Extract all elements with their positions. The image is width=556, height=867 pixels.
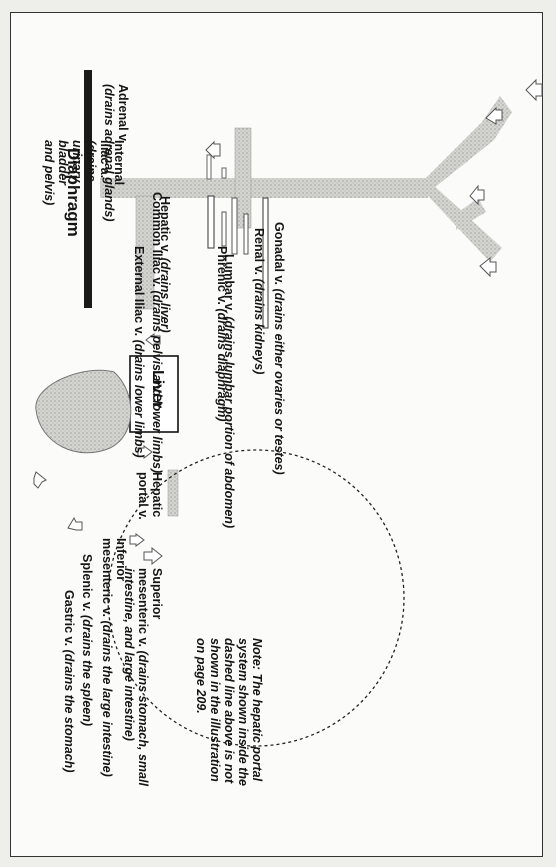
phrenic-vein [207, 195, 215, 249]
lumbar-v-name: Lumbar v. [222, 254, 236, 313]
superior-mesenteric-label: Superior mesenteric v. (drains stomach, … [122, 568, 164, 786]
external-iliac-name: External Iliac v. [132, 246, 146, 337]
lumbar-vein-3 [221, 211, 227, 247]
lumbar-v-desc: (drains lumbar portion of abdomen) [222, 316, 236, 529]
hepatic-portal-l2: portal v. [136, 472, 150, 520]
common-iliac-label: Common Iliac v. (drains pelvis and lower… [150, 192, 164, 473]
lumbar-vein-2 [243, 213, 249, 255]
hepatic-vein [135, 195, 155, 310]
arrow-gastric [33, 471, 47, 489]
gonadal-v-label: Gonadal v. (drains either ovaries or tes… [272, 222, 286, 475]
external-iliac-label: External Iliac v. (drains lower limbs) [132, 246, 146, 458]
inferior-mesenteric-name: mesenteric v. [100, 538, 114, 617]
lumbar-v-label: Lumbar v. (drains lumbar portion of abdo… [222, 254, 236, 528]
inferior-mesenteric-desc: (drains the large intestine) [100, 620, 114, 777]
arrow-inferior-mes [129, 533, 145, 547]
external-iliac-desc: (drains lower limbs) [132, 339, 146, 458]
right-internal-iliac [456, 198, 486, 230]
superior-mesenteric-desc: (drains stomach, small [136, 650, 150, 786]
note-line-1: The hepatic portal [250, 673, 264, 782]
gastric-v-name: Gastric v. [62, 590, 76, 647]
renal-vein [234, 127, 252, 229]
internal-iliac-label: Internal iliac a. (drains urinary bladde… [42, 140, 126, 205]
hepatic-portal-l1: Hepatic [150, 472, 164, 518]
internal-iliac-l5: bladder [56, 140, 70, 186]
renal-v-name: Renal v. [252, 228, 266, 276]
arrow-common-iliac [469, 184, 485, 206]
note-line-3: dashed line above is not [222, 638, 236, 784]
hepatic-portal-label: Hepatic portal v. [136, 472, 164, 520]
superior-mesenteric-l1: Superior [150, 568, 164, 620]
internal-iliac-l2: iliac a. [98, 140, 112, 179]
diaphragm-bar [84, 70, 92, 308]
internal-iliac-l1: Internal [112, 140, 126, 186]
gonadal-vein [262, 197, 269, 329]
arrow-superior-mes [143, 546, 163, 566]
splenic-v-desc: (drains the spleen) [80, 614, 94, 727]
internal-iliac-l3: (drains [84, 140, 98, 182]
portal-system-boundary [107, 449, 405, 747]
splenic-v-label: Splenic v. (drains the spleen) [80, 554, 94, 726]
arrow-portal-to-liver [137, 445, 153, 459]
adrenal-v-name: Adrenal v. [116, 84, 130, 144]
superior-mesenteric-name: mesenteric v. [136, 568, 150, 647]
arrow-internal-iliac [485, 106, 503, 125]
renal-v-label: Renal v. (drains kidneys) [252, 228, 266, 374]
superior-mesenteric-desc2: intestine, and large intestine) [122, 568, 136, 741]
arrow-adrenal [205, 140, 221, 160]
common-iliac-desc: (drains pelvis and lower limbs) [150, 290, 164, 474]
left-common-iliac [424, 122, 494, 196]
note-line-2: system shown inside the [236, 638, 250, 786]
arrow-external-iliac [479, 256, 497, 278]
note-label: Note: [250, 638, 264, 670]
common-iliac-name: Common Iliac v. [150, 192, 164, 287]
liver-shape [35, 369, 132, 454]
renal-v-desc: (drains kidneys) [252, 278, 266, 375]
internal-iliac-l6: and pelvis) [42, 140, 56, 206]
hepatic-portal-vein [167, 469, 179, 517]
adrenal-branch [206, 154, 212, 180]
note-line-4: shown in the illustration [208, 638, 222, 782]
note-line-5: on page 209. [194, 638, 208, 714]
liver-box [129, 355, 179, 433]
gonadal-v-name: Gonadal v. [272, 222, 286, 285]
gonadal-v-desc: (drains either ovaries or testes) [272, 288, 286, 475]
arrow-splenic [67, 516, 83, 531]
note-block: Note: The hepatic portal system shown in… [194, 638, 264, 786]
gastric-v-label: Gastric v. (drains the stomach) [62, 590, 76, 772]
arrow-liver-to-hepatic [145, 333, 161, 347]
lumbar-vein [231, 197, 238, 255]
adrenal-branch-2 [221, 167, 227, 179]
splenic-v-name: Splenic v. [80, 554, 94, 612]
vena-cava-trunk [100, 178, 428, 198]
flow-arrows [33, 78, 543, 566]
arrow-upper-left [525, 78, 543, 102]
gastric-v-desc: (drains the stomach) [62, 649, 76, 773]
internal-iliac-l4: urinary [70, 140, 84, 183]
